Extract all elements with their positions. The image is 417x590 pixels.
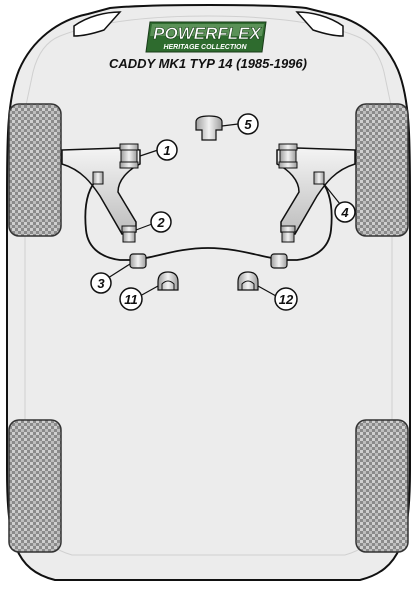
callout-11-label: 11 [124,292,138,307]
leader-3 [107,263,131,279]
callout-2[interactable]: 2 [150,211,172,233]
bush-12[interactable] [237,271,259,291]
bush-3-right[interactable] [270,253,288,269]
logo-tagline: HERITAGE COLLECTION [163,44,247,51]
callout-1-label: 1 [163,143,170,158]
right-headlight [295,11,344,37]
callout-3[interactable]: 3 [90,272,112,294]
rear-left-tyre [8,419,62,553]
leader-11 [139,285,159,297]
leader-12 [257,285,277,297]
callout-3-label: 3 [97,276,105,291]
leader-1 [139,149,159,157]
bush-1-right[interactable] [278,143,298,169]
callout-2-label: 2 [156,215,165,230]
callout-11[interactable]: 11 [119,287,143,311]
bush-11[interactable] [157,271,179,291]
bush-3[interactable] [129,253,147,269]
powerflex-logo: POWERFLEX HERITAGE COLLECTION [145,21,267,53]
callout-4-label: 4 [340,205,349,220]
callout-5[interactable]: 5 [237,113,259,135]
callout-12[interactable]: 12 [274,287,298,311]
bush-4-left[interactable] [92,171,104,185]
bush-4[interactable] [313,171,325,185]
callout-5-label: 5 [244,117,252,132]
anti-roll-bar [84,177,333,261]
callout-1[interactable]: 1 [156,139,178,161]
bush-1[interactable] [119,143,139,169]
callout-4[interactable]: 4 [334,201,356,223]
car-body-outline [6,4,411,581]
callout-12-label: 12 [279,292,294,307]
bush-5[interactable] [195,115,223,141]
bush-2[interactable] [121,225,137,243]
left-headlight [73,11,122,37]
leader-4 [323,183,341,205]
vehicle-title: CADDY MK1 TYP 14 (1985-1996) [109,56,307,71]
bush-2-right[interactable] [280,225,296,243]
front-left-tyre [8,103,62,237]
front-right-tyre [355,103,409,237]
rear-right-tyre [355,419,409,553]
leader-2 [135,223,153,231]
leader-5 [221,123,239,127]
logo-brand-name: POWERFLEX [153,24,262,43]
